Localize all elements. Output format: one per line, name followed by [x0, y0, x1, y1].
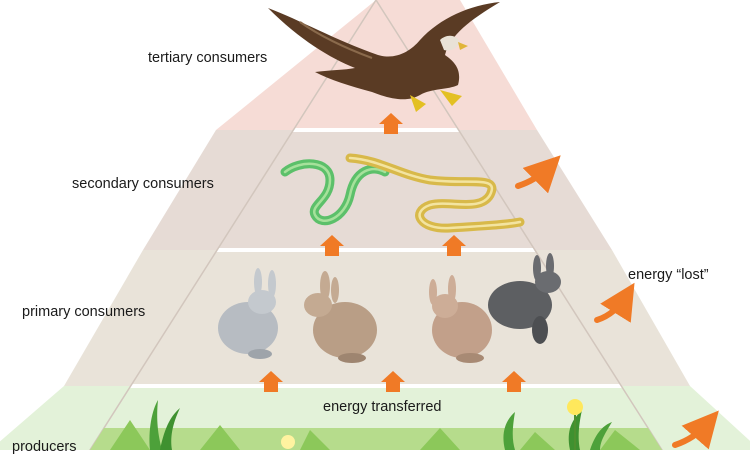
- label-tertiary-consumers: tertiary consumers: [148, 50, 268, 66]
- label-primary-consumers: primary consumers: [22, 304, 146, 320]
- label-producers: producers: [12, 439, 77, 455]
- up-arrow-icon: [259, 371, 283, 392]
- energy-lost-arrows: [515, 155, 719, 450]
- green-snake: [280, 159, 390, 226]
- brown-rabbit: [304, 271, 377, 363]
- curved-arrow-icon: [672, 410, 719, 450]
- brown-rabbit: [429, 275, 492, 363]
- up-arrow-icon: [379, 113, 403, 134]
- eagle: [268, 2, 500, 112]
- up-arrow-icon: [381, 371, 405, 392]
- up-arrow-icon: [442, 235, 466, 256]
- label-secondary-consumers: secondary consumers: [72, 176, 214, 192]
- curved-arrow-icon: [515, 155, 561, 194]
- gray-rabbit: [218, 268, 278, 359]
- curved-arrow-icon: [594, 282, 635, 323]
- energy-transferred-arrows: [259, 113, 526, 392]
- dandelion: [281, 399, 583, 450]
- label-energy-lost: energy “lost”: [628, 267, 709, 283]
- producer-grass: [90, 400, 662, 450]
- up-arrow-icon: [502, 371, 526, 392]
- yellow-snake: [345, 153, 525, 233]
- up-arrow-icon: [320, 235, 344, 256]
- label-energy-transferred: energy transferred: [323, 399, 442, 415]
- dark-gray-rabbit: [488, 253, 561, 344]
